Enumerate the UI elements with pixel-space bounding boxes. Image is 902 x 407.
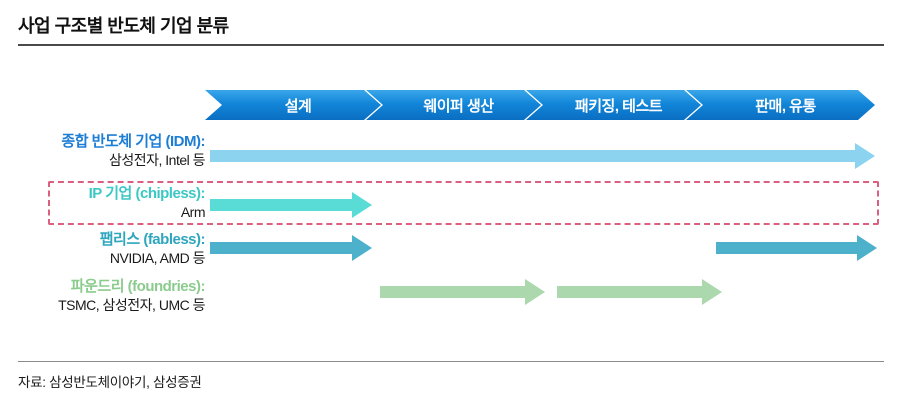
row-companies: TSMC, 삼성전자, UMC 등 <box>58 297 205 313</box>
idm-coverage-arrow <box>210 143 875 169</box>
row-label-idm: 종합 반도체 기업 (IDM): 삼성전자, Intel 등 <box>0 133 205 169</box>
row-companies: NVIDIA, AMD 등 <box>109 250 206 266</box>
stage-chevron-wafer-production: 웨이퍼 생산 <box>366 90 541 120</box>
stage-chevron-packaging-test: 패키징, 테스트 <box>526 90 701 120</box>
stage-label: 설계 <box>284 97 312 115</box>
stage-label: 패키징, 테스트 <box>574 97 663 115</box>
stage-chevron-design: 설계 <box>205 90 381 120</box>
stage-label: 판매, 유통 <box>755 97 816 115</box>
row-name: 팹리스 (fabless): <box>99 231 206 248</box>
chipless-highlight-box <box>48 181 879 225</box>
source-divider <box>18 361 884 362</box>
row-name: 종합 반도체 기업 (IDM): <box>61 133 205 150</box>
fabless-coverage-arrow-sales <box>716 235 877 261</box>
source-note: 자료: 삼성반도체이야기, 삼성증권 <box>18 375 202 390</box>
row-companies: Arm <box>180 204 206 220</box>
row-label-chipless: IP 기업 (chipless): Arm <box>0 185 206 221</box>
foundry-coverage-arrow-wafer <box>380 279 545 305</box>
row-companies: 삼성전자, Intel 등 <box>108 152 206 168</box>
stage-chevron-sales-distribution: 판매, 유통 <box>686 90 875 120</box>
foundry-coverage-arrow-packaging <box>557 279 722 305</box>
row-name: IP 기업 (chipless): <box>88 185 206 202</box>
stage-label: 웨이퍼 생산 <box>423 97 494 115</box>
title-divider <box>18 44 884 46</box>
row-label-foundries: 파운드리 (foundries): TSMC, 삼성전자, UMC 등 <box>0 278 205 314</box>
page-title: 사업 구조별 반도체 기업 분류 <box>18 16 229 36</box>
fabless-coverage-arrow-design <box>210 235 372 261</box>
row-name: 파운드리 (foundries): <box>70 278 206 295</box>
row-label-fabless: 팹리스 (fabless): NVIDIA, AMD 등 <box>0 231 206 267</box>
